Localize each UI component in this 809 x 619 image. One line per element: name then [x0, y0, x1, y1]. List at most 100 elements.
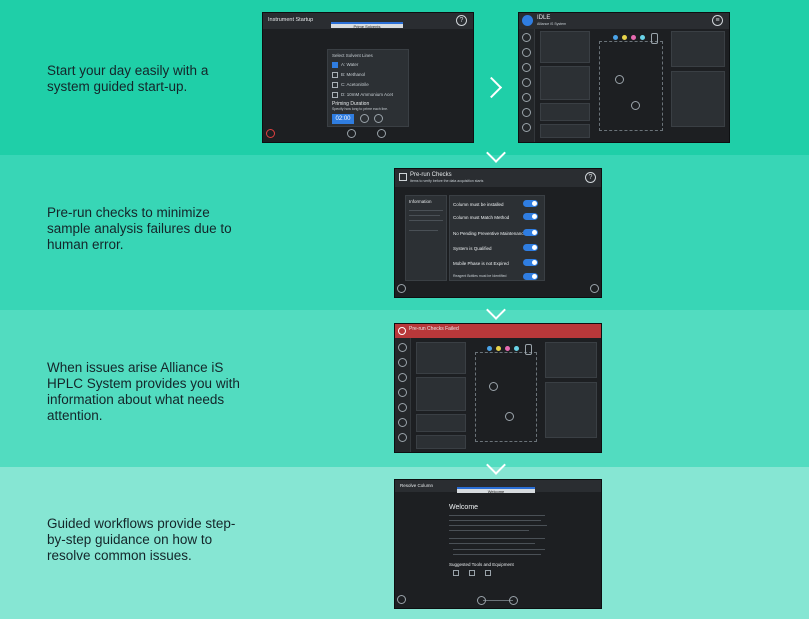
info-panel — [545, 382, 597, 438]
flow-diagram — [599, 41, 663, 131]
check-toggle[interactable] — [523, 229, 538, 236]
check-toggle[interactable] — [523, 200, 538, 207]
welcome-heading: Welcome — [449, 504, 479, 511]
sidebar-item-home[interactable] — [522, 33, 531, 42]
text-line — [449, 515, 545, 516]
tool-icon — [453, 570, 459, 576]
solvent-dot — [487, 346, 492, 351]
duration-input[interactable]: 02:00 — [332, 114, 354, 124]
line-checkbox[interactable] — [332, 62, 338, 68]
decrement-button[interactable] — [360, 114, 369, 123]
menu-icon[interactable]: ≡ — [712, 15, 723, 26]
caption-startup: Start your day easily with a system guid… — [47, 63, 209, 94]
injector-icon — [631, 101, 640, 110]
text-line — [449, 543, 535, 544]
chevron-right-icon — [488, 75, 504, 99]
caption-workflows: Guided workflows provide step-by-step gu… — [47, 516, 236, 563]
failed-title: Pre-run Checks Failed — [409, 326, 459, 332]
prerun-title: Pre-run Checks — [410, 172, 452, 178]
tab-prime-solvents[interactable]: Prime Solvents — [331, 22, 403, 29]
sidebar-item-settings[interactable] — [522, 108, 531, 117]
checklist-icon — [399, 173, 407, 181]
line-checkbox[interactable] — [332, 72, 338, 78]
info-panel — [545, 342, 597, 378]
progress-track — [483, 600, 513, 601]
sidebar-item-pump[interactable] — [398, 358, 407, 367]
tool-icon — [469, 570, 475, 576]
status-icon — [522, 15, 533, 26]
info-panel — [416, 342, 466, 374]
back-button[interactable] — [477, 596, 486, 605]
sidebar-item-detector[interactable] — [398, 403, 407, 412]
cancel-icon[interactable] — [266, 129, 275, 138]
workflow-screen: Resolve Column Welcome Welcome Suggested… — [394, 479, 602, 609]
line-label: C: Acetonitrile — [341, 82, 369, 87]
sidebar — [519, 29, 535, 142]
sidebar-item-sample[interactable] — [398, 373, 407, 382]
help-icon[interactable]: ? — [585, 172, 596, 183]
chevron-down-icon — [485, 464, 507, 476]
text-line — [453, 549, 545, 550]
check-toggle[interactable] — [523, 213, 538, 220]
increment-button[interactable] — [374, 114, 383, 123]
solvent-dot — [640, 35, 645, 40]
check-label: Reagent Bottles must be Identified — [453, 274, 507, 278]
info-panel — [540, 124, 590, 138]
workflow-title-bar — [395, 480, 601, 492]
priming-sub: Specify how long to prime each line. — [332, 107, 389, 111]
line-checkbox[interactable] — [332, 92, 338, 98]
next-button[interactable] — [377, 129, 386, 138]
sidebar-item-home[interactable] — [398, 343, 407, 352]
back-button[interactable] — [347, 129, 356, 138]
startup-title: Instrument Startup — [268, 17, 314, 23]
text-line — [449, 530, 529, 531]
pump-icon — [615, 75, 624, 84]
sidebar-item-pump[interactable] — [522, 48, 531, 57]
select-lines-label: Select Solvent Lines — [332, 53, 373, 58]
help-icon[interactable]: ? — [456, 15, 467, 26]
sidebar-item-settings[interactable] — [398, 418, 407, 427]
idle-dashboard: IDLE Alliance iS System ≡ — [518, 12, 730, 143]
info-panel — [540, 31, 590, 63]
bottle-icon — [651, 33, 658, 44]
text-line — [409, 220, 443, 221]
text-line — [449, 520, 541, 521]
idle-status: IDLE — [537, 15, 551, 21]
info-panel — [540, 66, 590, 100]
text-line — [449, 538, 545, 539]
info-panel — [540, 103, 590, 121]
solvent-dot — [505, 346, 510, 351]
sidebar — [395, 338, 411, 452]
information-panel: Information — [405, 195, 447, 281]
sidebar-item-column[interactable] — [522, 78, 531, 87]
error-icon — [398, 327, 406, 335]
confirm-icon[interactable] — [590, 284, 599, 293]
check-toggle[interactable] — [523, 244, 538, 251]
caption-issues: When issues arise Alliance iS HPLC Syste… — [47, 360, 240, 423]
text-line — [409, 230, 438, 231]
sidebar-item-user[interactable] — [522, 123, 531, 132]
prerun-subtitle: Items to verify before the data acquisit… — [410, 179, 484, 183]
sidebar-item-column[interactable] — [398, 388, 407, 397]
line-checkbox[interactable] — [332, 82, 338, 88]
close-icon[interactable] — [397, 595, 406, 604]
close-icon[interactable] — [397, 284, 406, 293]
check-label: Mobile Phase is not Expired — [453, 261, 509, 266]
pump-icon — [489, 382, 498, 391]
tools-heading: Suggested Tools and Equipment — [449, 562, 514, 567]
sidebar-item-user[interactable] — [398, 433, 407, 442]
tab-welcome[interactable]: Welcome — [457, 487, 535, 494]
check-toggle[interactable] — [523, 259, 538, 266]
flow-diagram — [475, 352, 537, 442]
sidebar-item-sample[interactable] — [522, 63, 531, 72]
solvent-dot — [613, 35, 618, 40]
check-toggle[interactable] — [523, 273, 538, 280]
sidebar-item-detector[interactable] — [522, 93, 531, 102]
bottle-icon — [525, 344, 532, 355]
line-label: D: 10mM Ammonium Acet — [341, 92, 394, 97]
chevron-down-icon — [485, 309, 507, 321]
workflow-title: Resolve Column — [400, 483, 434, 488]
startup-screen: Instrument Startup ? Prime Solvents Sele… — [262, 12, 474, 143]
next-button[interactable] — [509, 596, 518, 605]
solvent-dot — [496, 346, 501, 351]
